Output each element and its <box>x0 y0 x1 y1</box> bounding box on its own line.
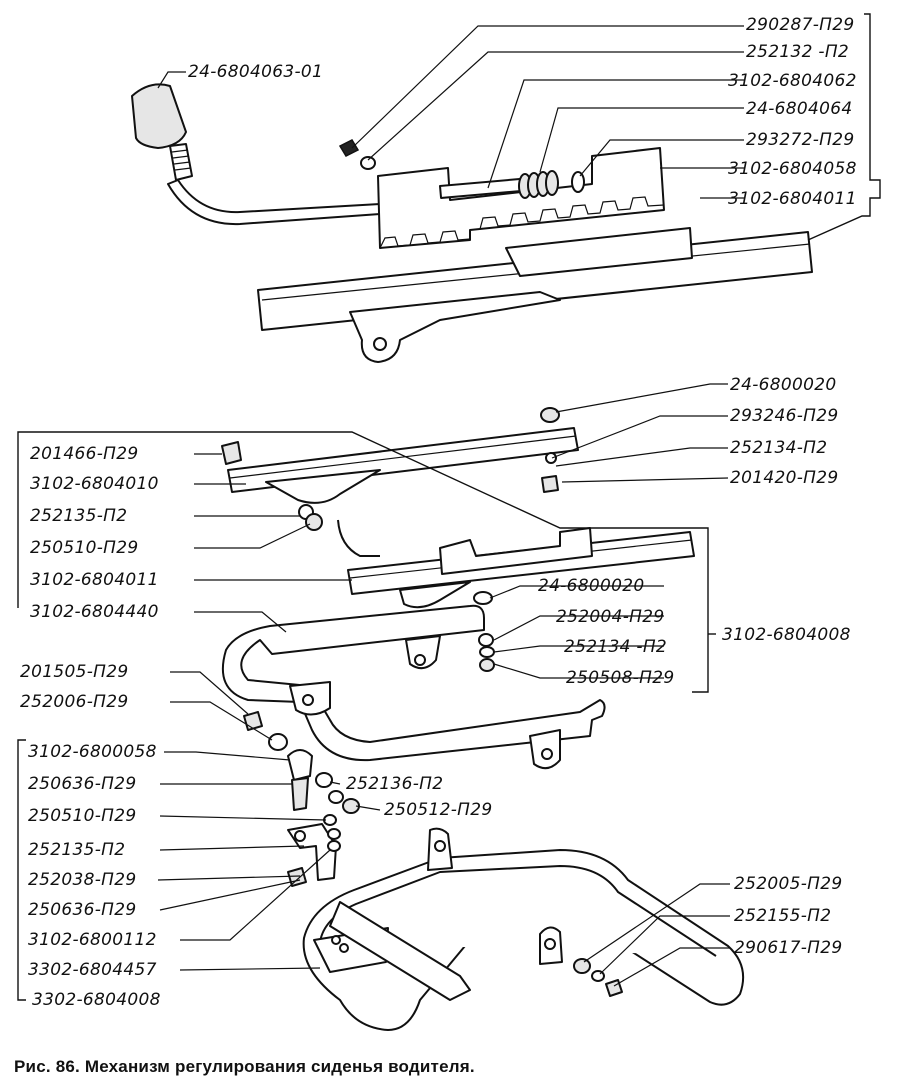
label-3102-6804011-mid: 3102-6804011 <box>30 570 159 590</box>
label-3302-6804008: 3302-6804008 <box>32 990 161 1010</box>
leader-lines <box>17 13 881 1001</box>
rail-top-plate <box>505 227 693 277</box>
label-250512-p29: 250512-П29 <box>384 800 492 820</box>
label-252134-p2-top: 252134-П2 <box>730 438 827 458</box>
label-3302-6804457: 3302-6804457 <box>28 960 157 980</box>
lever-rod <box>167 179 381 226</box>
label-3102-6800058: 3102-6800058 <box>28 742 157 762</box>
middle-assembly <box>221 407 695 609</box>
part-labels: 290287-П29 252132 -П2 3102-6804062 24-68… <box>20 15 857 1010</box>
label-3102-6800112: 3102-6800112 <box>28 930 157 950</box>
toothed-plate <box>377 147 665 249</box>
label-250636-p29-a: 250636-П29 <box>28 774 136 794</box>
label-252006-p29: 252006-П29 <box>20 692 128 712</box>
label-293272-p29: 293272-П29 <box>746 130 854 150</box>
lever-knob <box>131 83 187 149</box>
rail-flange <box>349 291 561 363</box>
label-252134-p2-mid: 252134 -П2 <box>564 637 667 657</box>
label-3102-6804062: 3102-6804062 <box>728 71 857 91</box>
label-252155-p2: 252155-П2 <box>734 906 831 926</box>
label-24-6804063-01: 24-6804063-01 <box>188 62 323 82</box>
bracket-parts <box>243 711 360 887</box>
label-24-6800020-mid: 24-6800020 <box>538 576 644 596</box>
nut-250510 <box>305 513 323 531</box>
label-252132-p2: 252132 -П2 <box>746 42 849 62</box>
top-assembly <box>131 83 813 363</box>
label-24-6800020-top: 24-6800020 <box>730 375 836 395</box>
label-3102-6804440: 3102-6804440 <box>30 602 159 622</box>
label-290287-p29: 290287-П29 <box>746 15 854 35</box>
figure-caption: Рис. 86. Механизм регулирования сиденья … <box>14 1057 475 1076</box>
label-290617-p29: 290617-П29 <box>734 938 842 958</box>
label-3102-6804011-top: 3102-6804011 <box>728 189 857 209</box>
label-3102-6804010: 3102-6804010 <box>30 474 159 494</box>
label-250510-p29-low: 250510-П29 <box>28 806 136 826</box>
label-252005-p29: 252005-П29 <box>734 874 842 894</box>
bolt-201505 <box>243 711 263 731</box>
label-252135-p2-mid: 252135-П2 <box>30 506 127 526</box>
seat-frame-tube <box>221 591 606 770</box>
screw-290287 <box>338 139 360 157</box>
coil-spring <box>518 170 559 199</box>
label-293246-p29: 293246-П29 <box>730 406 838 426</box>
label-24-6804064: 24-6804064 <box>746 99 852 119</box>
label-201505-p29: 201505-П29 <box>20 662 128 682</box>
label-250636-p29-b: 250636-П29 <box>28 900 136 920</box>
label-201420-p29: 201420-П29 <box>730 468 838 488</box>
nut-24-6800020-top <box>540 407 560 423</box>
label-252004-p29: 252004-П29 <box>556 607 664 627</box>
bolt-201466 <box>221 441 242 465</box>
eye-bolt-3102-6800058 <box>287 749 313 781</box>
slide-bracket <box>439 527 593 575</box>
label-250508-p29: 250508-П29 <box>566 668 674 688</box>
washer-252132 <box>360 156 376 170</box>
bolt-201420 <box>541 475 559 493</box>
label-252136-p2: 252136-П2 <box>346 774 443 794</box>
washer-293272 <box>571 171 585 193</box>
label-3102-6804058: 3102-6804058 <box>728 159 857 179</box>
label-3102-6804008: 3102-6804008 <box>722 625 851 645</box>
label-252038-p29: 252038-П29 <box>28 870 136 890</box>
bottom-frame <box>302 827 744 1031</box>
label-252135-p2-low: 252135-П2 <box>28 840 125 860</box>
lever-spring <box>169 143 193 181</box>
label-250510-p29-mid: 250510-П29 <box>30 538 138 558</box>
label-201466-p29: 201466-П29 <box>30 444 138 464</box>
